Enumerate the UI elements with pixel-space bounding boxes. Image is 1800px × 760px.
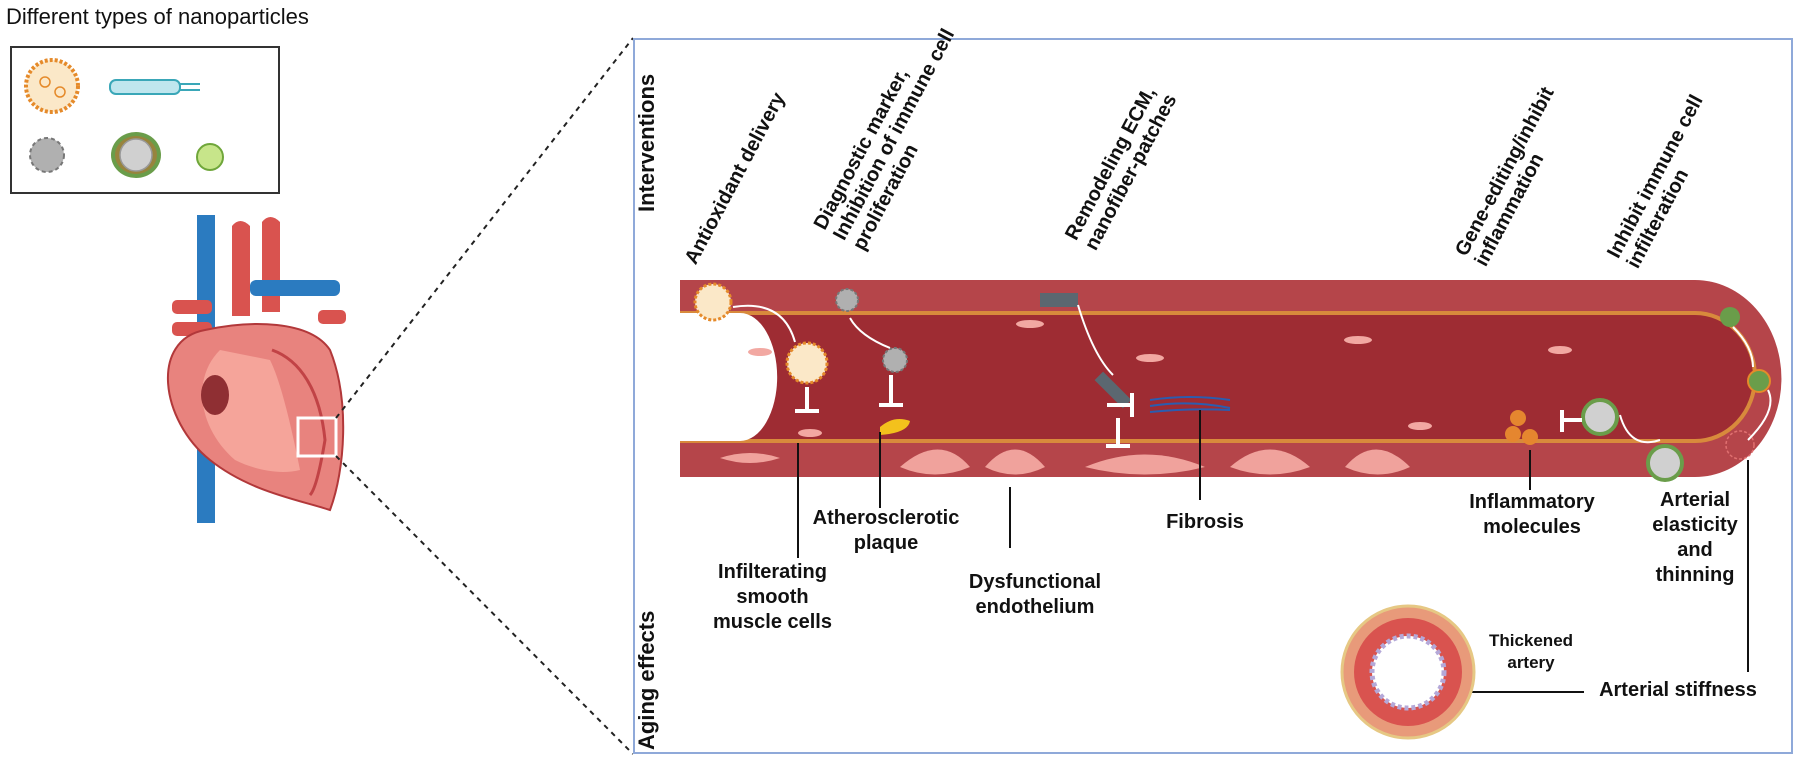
effect-thickened: Thickened artery: [1488, 631, 1574, 672]
effect-stiffness: Arterial stiffness: [1599, 679, 1757, 701]
blood-vessel: [680, 280, 1782, 482]
effect-plaque: Atherosclerotic plaque: [812, 507, 960, 554]
effect-smooth-muscle: Infilterating smooth muscle cells: [713, 561, 832, 633]
dendrimer-icon: [29, 137, 65, 173]
nanoparticle-types-box: [10, 46, 280, 194]
nanoparticles-title: Different types of nanoparticles: [6, 4, 309, 29]
liposome-icon: [24, 58, 80, 114]
effect-inflammatory: Inflammatory molecules: [1469, 491, 1595, 538]
micelle-icon: [196, 143, 224, 171]
effect-endothelium: Dysfunctional endothelium: [968, 571, 1102, 618]
aging-effects-label: Aging effects: [634, 610, 659, 750]
vessel-panel: [633, 38, 1793, 754]
interventions-label: Interventions: [634, 73, 659, 212]
zoom-box: [296, 416, 338, 458]
nanotube-icon: [109, 79, 200, 95]
effect-fibrosis: Fibrosis: [1166, 511, 1244, 533]
effect-elasticity: Arterial elasticity and thinning: [1652, 489, 1738, 586]
core-shell-icon: [111, 132, 161, 178]
thickened-artery-icon: [1340, 604, 1476, 740]
plaque-shape: [880, 419, 910, 435]
heart-illustration: [166, 215, 346, 523]
